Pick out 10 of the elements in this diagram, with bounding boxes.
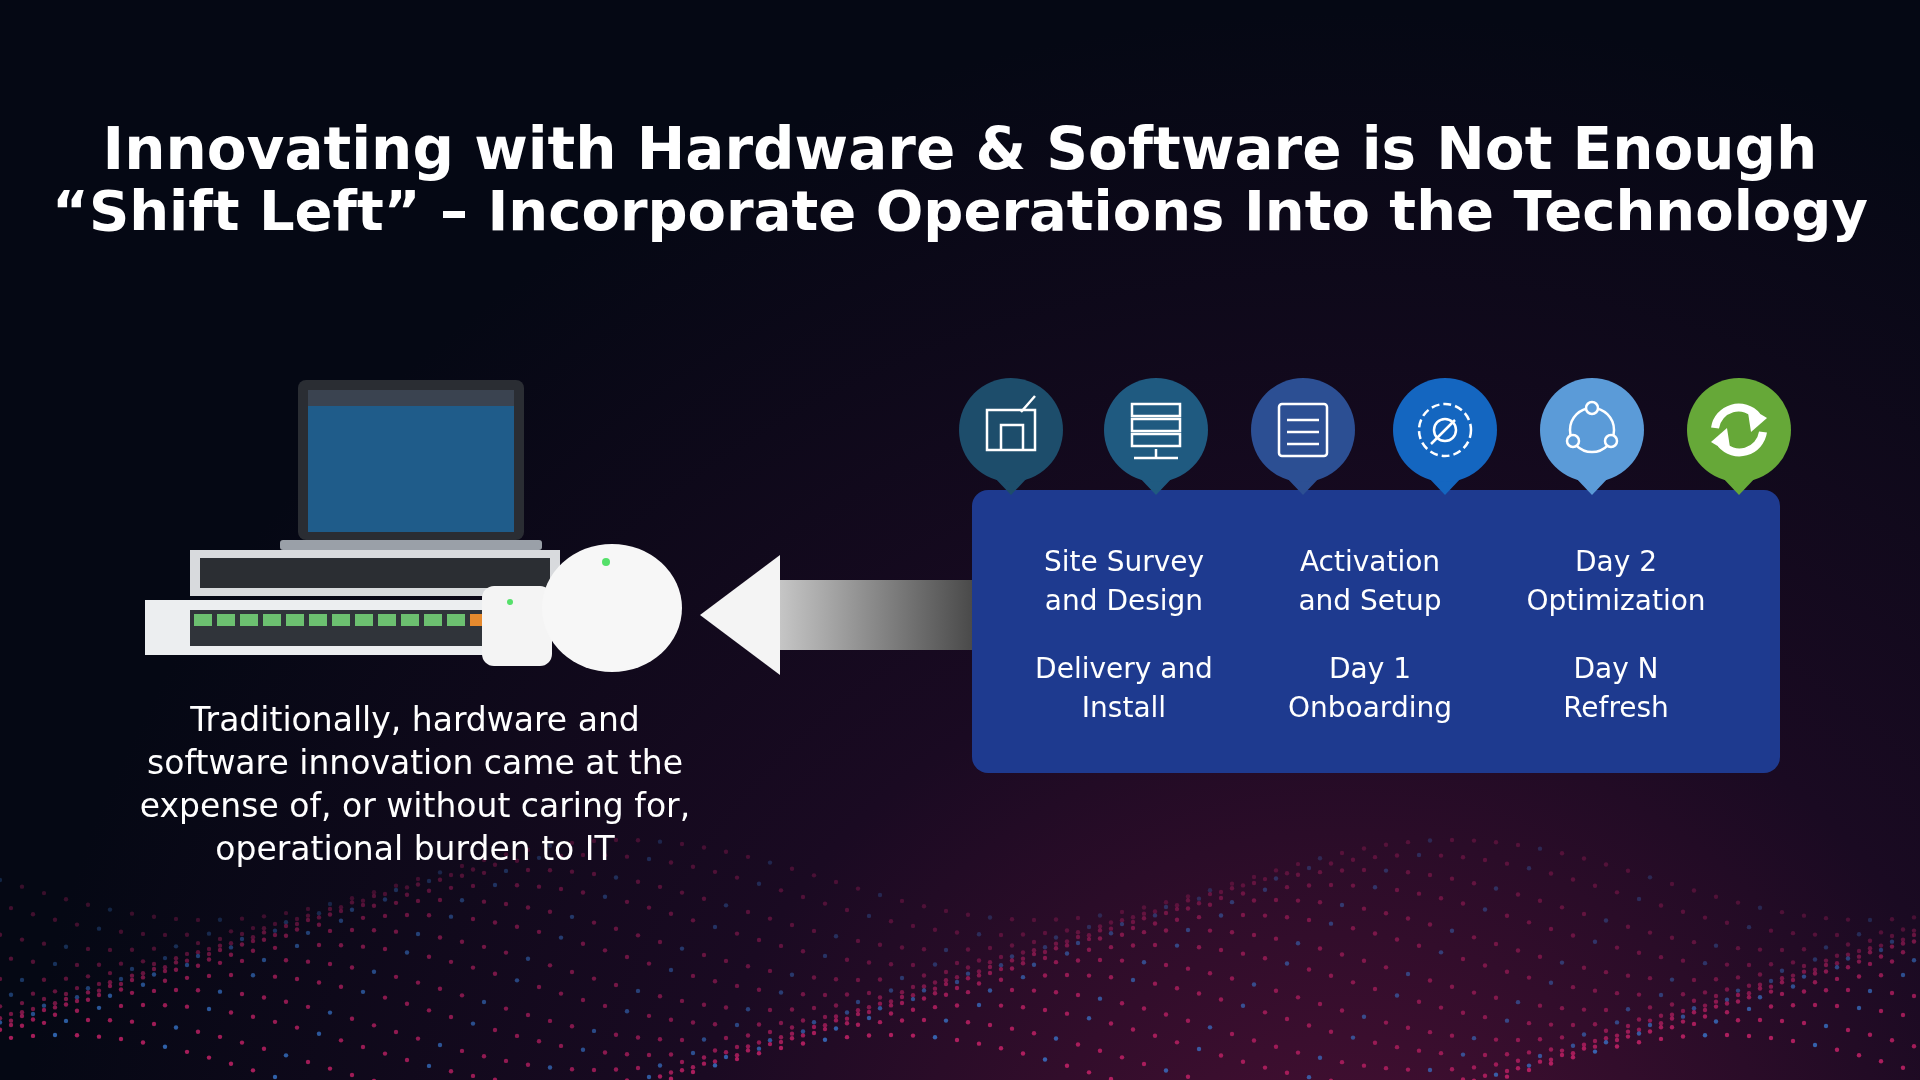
step-label: Day 1 Onboarding <box>1287 651 1453 726</box>
step-label: Delivery and Install <box>1034 651 1214 726</box>
step-label: Site Survey and Design <box>1042 544 1206 619</box>
caption-text: Traditionally, hardware and software innovation came at the expense of, or without caring for, operational burden to IT <box>138 699 692 870</box>
step-label: Day 2 Optimization <box>1525 544 1707 619</box>
shift-left-arrow <box>700 555 972 675</box>
slide-title: Innovating with Hardware & Software is Not Enough <box>101 115 1819 183</box>
step-label: Activation and Setup <box>1297 544 1443 619</box>
step-label: Day N Refresh <box>1562 651 1670 726</box>
process-panel <box>972 490 1780 773</box>
